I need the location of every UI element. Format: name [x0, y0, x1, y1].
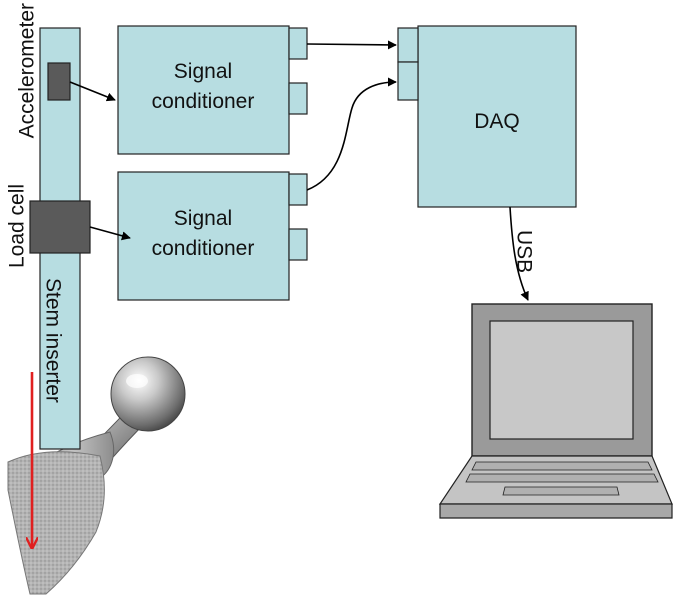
- stem-inserter-label: Stem inserter: [41, 278, 64, 403]
- load-cell-label: Load cell: [6, 184, 29, 268]
- sc-top-output-port-1: [288, 27, 308, 60]
- sc-bottom-output-port-2: [288, 228, 308, 261]
- daq-input-port-1: [397, 27, 419, 63]
- load-cell-sensor: [29, 200, 91, 254]
- hip-implant-icon: [7, 356, 186, 595]
- sc-top-label-line2: conditioner: [152, 90, 255, 113]
- daq-input-port-2: [397, 61, 419, 101]
- daq-label: DAQ: [474, 110, 520, 133]
- accelerometer-label: Accelerometer: [16, 3, 39, 138]
- sc-bottom-output-port-1: [288, 173, 308, 206]
- signal-conditioner-top: Signal conditioner: [117, 25, 308, 155]
- sc-bottom-label-line2: conditioner: [152, 237, 255, 260]
- accelerometer-to-sc-top-arrow: [69, 81, 116, 102]
- laptop-icon: [438, 303, 673, 519]
- sc-bottom-to-daq-arrow: [306, 77, 397, 191]
- sc-top-output-port-2: [288, 82, 308, 115]
- daq-unit: DAQ: [397, 25, 577, 208]
- accelerometer-sensor: [47, 62, 71, 101]
- sc-top-label-line1: Signal: [174, 60, 232, 83]
- signal-conditioner-bottom: Signal conditioner: [117, 171, 308, 301]
- sc-top-to-daq-arrow: [306, 40, 397, 50]
- daq-to-laptop-usb-cable: [509, 206, 529, 301]
- loadcell-to-sc-bottom-arrow: [89, 226, 131, 241]
- sc-bottom-label-line1: Signal: [174, 207, 232, 230]
- usb-label: USB: [512, 230, 535, 273]
